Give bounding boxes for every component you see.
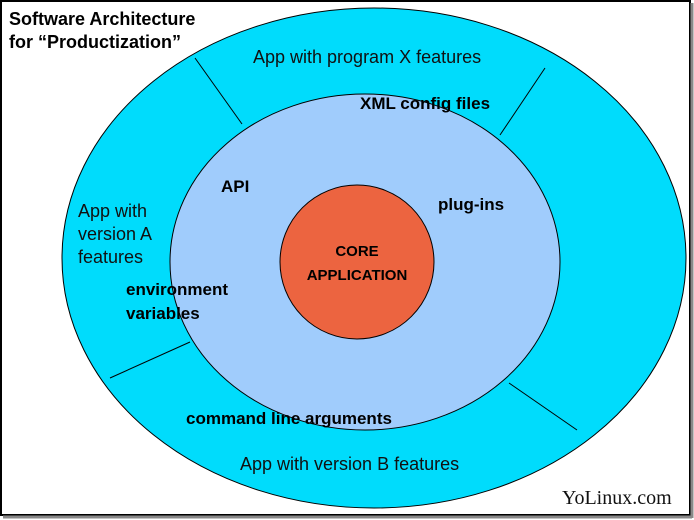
outer-label-version-a-1: App with — [78, 201, 147, 221]
core-label-2: APPLICATION — [307, 267, 408, 284]
outer-label-program-x: App with program X features — [253, 47, 481, 67]
outer-label-version-a-3: features — [78, 247, 143, 267]
label-cmd-args: command line arguments — [186, 409, 392, 428]
core-label-1: CORE — [335, 243, 378, 260]
title-line1: Software Architecture — [9, 9, 195, 29]
divider — [508, 382, 578, 431]
label-env-2: variables — [126, 304, 200, 323]
divider — [499, 67, 546, 136]
label-api: API — [221, 177, 249, 196]
title-line2: for “Productization” — [9, 32, 181, 52]
label-env-1: environment — [126, 280, 228, 299]
outer-label-version-a-2: version A — [78, 224, 152, 244]
divider — [194, 57, 243, 125]
divider — [109, 341, 191, 379]
label-plugins: plug-ins — [438, 195, 504, 214]
outer-label-version-b: App with version B features — [240, 454, 459, 474]
watermark: YoLinux.com — [562, 487, 672, 509]
label-xml-config: XML config files — [360, 94, 490, 113]
core-circle — [279, 184, 435, 340]
